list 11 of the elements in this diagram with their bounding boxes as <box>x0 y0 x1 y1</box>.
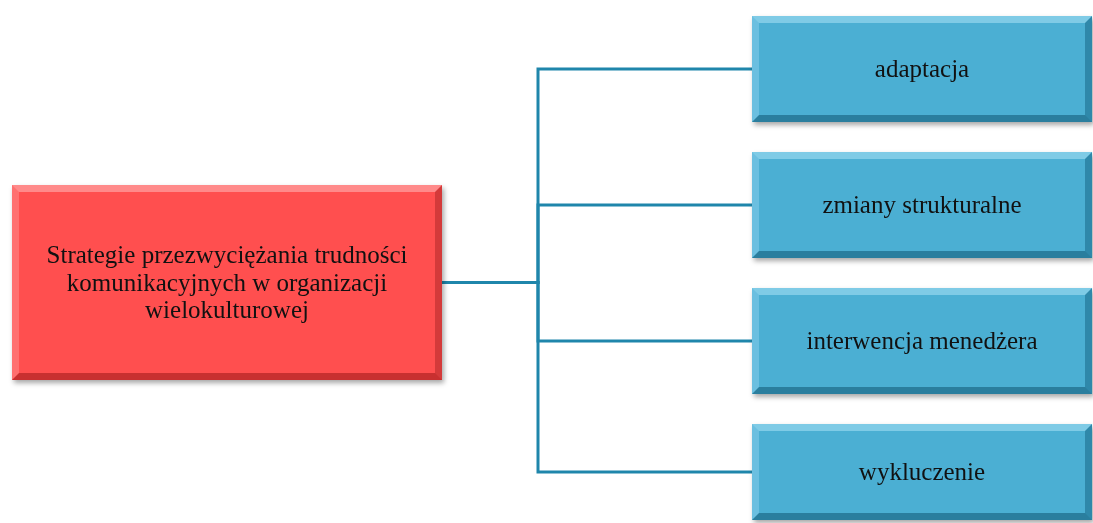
box-label: adaptacja <box>874 55 970 83</box>
box-label: zmiany strukturalne <box>822 191 1022 219</box>
box-label: interwencja menedżera <box>806 327 1038 355</box>
box-label: Strategie przezwyciężania trudności komunikacyjnych w organizacji wielokulturowej <box>45 241 409 324</box>
strategy-box <box>752 16 1092 122</box>
connector-line <box>442 281 752 474</box>
strategy-box <box>752 424 1092 520</box>
strategy-box <box>752 288 1092 394</box>
main-topic-box <box>12 185 442 380</box>
strategy-box <box>752 152 1092 258</box>
box-label: wykluczenie <box>858 458 986 486</box>
